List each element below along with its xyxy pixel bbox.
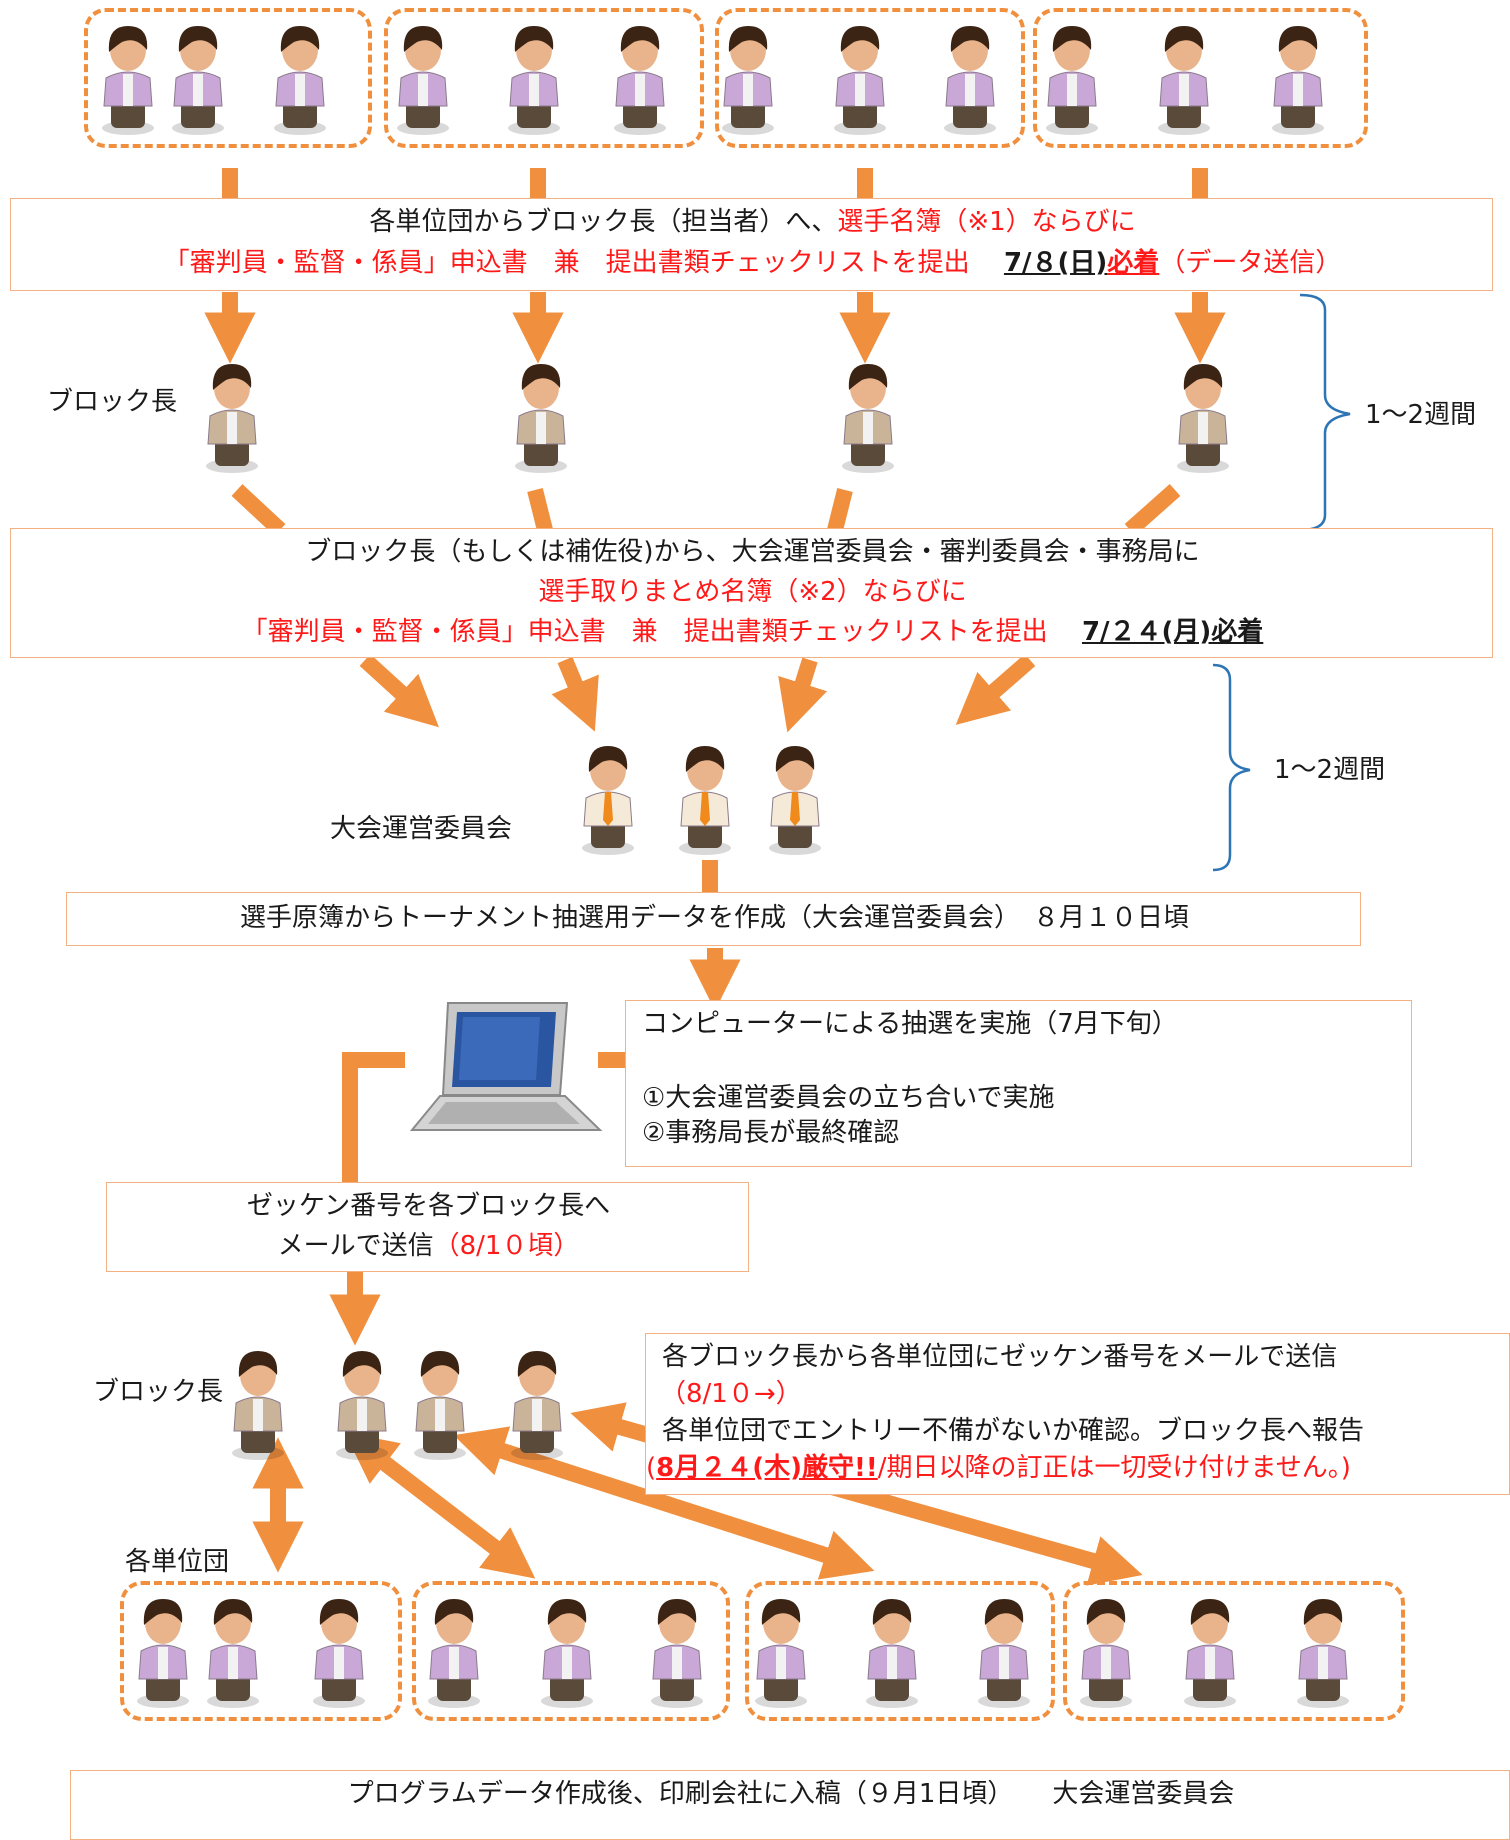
connector-line (342, 1052, 405, 1184)
person-beige-icon (515, 364, 567, 473)
person-lavender-icon (1158, 26, 1210, 135)
unit-group (384, 8, 704, 148)
unit-group (120, 1581, 402, 1721)
person-lavender-icon (137, 1599, 189, 1708)
unit-group (412, 1581, 730, 1721)
person-lavender-icon (397, 26, 449, 135)
person-beige-icon (1177, 364, 1229, 473)
step5-box: ゼッケン番号を各ブロック長へ メールで送信（8/1０頃） (106, 1182, 749, 1272)
person-lavender-icon (102, 26, 154, 135)
period-bracket-1 (1299, 293, 1351, 532)
person-lavender-icon (541, 1599, 593, 1708)
step6-line2: （8/1０→） (660, 1379, 802, 1409)
connector-line (1124, 484, 1181, 536)
person-lavender-icon (1080, 1599, 1132, 1708)
person-lavender-icon (834, 26, 886, 135)
step2-line2: 選手取りまとめ名簿（※2）ならびに (538, 577, 967, 607)
step6-line3: 各単位団でエントリー不備がないか確認。ブロック長へ報告 (662, 1416, 1365, 1446)
person-lavender-icon (722, 26, 774, 135)
period-label-1: 1〜2週間 (1365, 400, 1477, 430)
person-necktie-icon (582, 746, 634, 855)
person-lavender-icon (172, 26, 224, 135)
person-lavender-icon (614, 26, 666, 135)
unit-group (1033, 8, 1368, 148)
arrow-to-committee (359, 654, 439, 728)
person-necktie-icon (769, 746, 821, 855)
person-lavender-icon (313, 1599, 365, 1708)
step1-line2: 「審判員・監督・係員」申込書 兼 提出書類チェックリストを提出 7/８(日)必着… (163, 248, 1342, 278)
person-lavender-icon (508, 26, 560, 135)
step3-text: 選手原簿からトーナメント抽選用データを作成（大会運営委員会） ８月１０日頃 (239, 903, 1189, 933)
step5-line2: メールで送信（8/1０頃） (277, 1231, 580, 1261)
person-lavender-icon (1184, 1599, 1236, 1708)
unit-group (745, 1581, 1055, 1721)
step2-line1: ブロック長（もしくは補佐役)から、大会運営委員会・審判委員会・事務局に (305, 537, 1200, 567)
person-beige-icon (511, 1351, 563, 1460)
arrow-to-committee (778, 657, 828, 733)
connector-line (527, 488, 553, 532)
person-lavender-icon (428, 1599, 480, 1708)
unit-group (715, 8, 1025, 148)
step4-item1: ①大会運営委員会の立ち合いで実施 (642, 1083, 1055, 1113)
arrow-to-committee (551, 656, 599, 732)
person-lavender-icon (1297, 1599, 1349, 1708)
person-lavender-icon (207, 1599, 259, 1708)
person-beige-icon (336, 1351, 388, 1460)
step6-line1: 各ブロック長から各単位団にゼッケン番号をメールで送信 (662, 1342, 1338, 1372)
person-necktie-icon (679, 746, 731, 855)
period-label-2: 1〜2週間 (1274, 755, 1386, 785)
step7-box: プログラムデータ作成後、印刷会社に入稿（９月1日頃） 大会運営委員会 (70, 1770, 1510, 1840)
arrow-to-committee (955, 653, 1036, 725)
person-lavender-icon (866, 1599, 918, 1708)
period-bracket-2 (1212, 663, 1251, 872)
step5-line1: ゼッケン番号を各ブロック長へ (246, 1191, 611, 1221)
step6-box: 各ブロック長から各単位団にゼッケン番号をメールで送信 （8/1０→） 各単位団で… (645, 1333, 1510, 1495)
person-lavender-icon (274, 26, 326, 135)
unit-group (84, 8, 372, 148)
committee-label: 大会運営委員会 (330, 814, 513, 844)
person-beige-icon (206, 364, 258, 473)
connector-line (827, 488, 853, 532)
person-beige-icon (232, 1351, 284, 1460)
step6-line4: (8月２４(木)厳守!!/期日以降の訂正は一切受け付けません。) (646, 1453, 1351, 1483)
step4-item2: ②事務局長が最終確認 (642, 1118, 900, 1148)
step1-box: 各単位団からブロック長（担当者）へ、選手名簿（※1）ならびに 「審判員・監督・係… (10, 198, 1493, 291)
step4-box: コンピューターによる抽選を実施（7月下旬） ①大会運営委員会の立ち合いで実施 ②… (625, 1000, 1412, 1167)
person-lavender-icon (978, 1599, 1030, 1708)
step2-line3: 「審判員・監督・係員」申込書 兼 提出書類チェックリストを提出 7/２４(月)必… (241, 617, 1264, 647)
connector-line (231, 484, 286, 536)
person-lavender-icon (1046, 26, 1098, 135)
person-lavender-icon (944, 26, 996, 135)
person-lavender-icon (651, 1599, 703, 1708)
person-beige-icon (842, 364, 894, 473)
person-beige-icon (414, 1351, 466, 1460)
person-lavender-icon (1272, 26, 1324, 135)
unit-group (1063, 1581, 1405, 1721)
person-lavender-icon (755, 1599, 807, 1708)
unit-label: 各単位団 (125, 1547, 230, 1577)
step3-box: 選手原簿からトーナメント抽選用データを作成（大会運営委員会） ８月１０日頃 (66, 892, 1361, 946)
step4-title: コンピューターによる抽選を実施（7月下旬） (642, 1009, 1178, 1039)
step1-line1: 各単位団からブロック長（担当者）へ、選手名簿（※1）ならびに (369, 207, 1136, 237)
block-leader-label: ブロック長 (47, 387, 178, 417)
block-leader-label-2: ブロック長 (93, 1377, 224, 1407)
step7-text: プログラムデータ作成後、印刷会社に入稿（９月1日頃） 大会運営委員会 (347, 1779, 1235, 1809)
step2-box: ブロック長（もしくは補佐役)から、大会運営委員会・審判委員会・事務局に 選手取り… (10, 528, 1493, 658)
